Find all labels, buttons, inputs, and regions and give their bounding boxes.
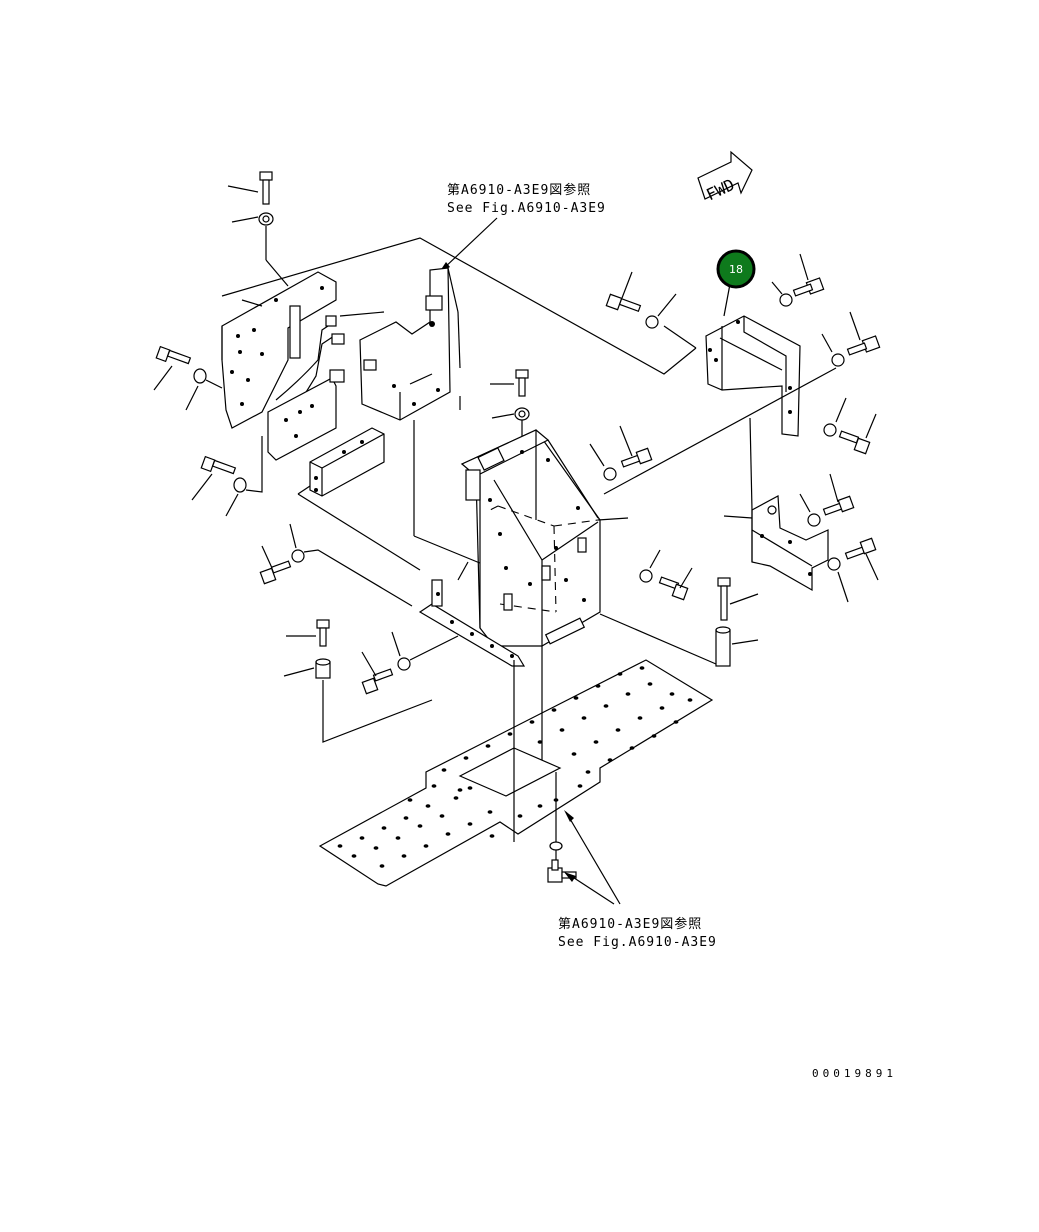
plate-hole	[457, 788, 463, 792]
bolt-left-mid	[259, 523, 413, 607]
bolt-upper-mid	[605, 271, 697, 349]
plate-hole	[593, 740, 599, 744]
plate-hole	[445, 832, 451, 836]
box-foot-flange	[418, 561, 526, 667]
plate-hole	[669, 692, 675, 696]
plate-hole	[615, 728, 621, 732]
drawing-code: 00019891	[812, 1067, 897, 1080]
callout-18-circle[interactable]	[716, 249, 756, 289]
plate-hole	[373, 846, 379, 850]
plate-hole	[381, 826, 387, 830]
right-bracket-18	[705, 283, 801, 511]
plate-hole	[467, 786, 473, 790]
plate-hole	[553, 798, 559, 802]
base-plate	[318, 646, 714, 887]
bolt-left-lower	[361, 631, 459, 695]
plate-hole	[537, 804, 543, 808]
plate-hole	[489, 834, 495, 838]
left-mount-block	[297, 427, 421, 571]
leader-line-top	[221, 237, 697, 375]
plate-hole	[417, 824, 423, 828]
reference-note-top: 第A6910-A3E9図参照 See Fig.A6910-A3E9	[438, 182, 606, 274]
reference-note-bottom: 第A6910-A3E9図参照 See Fig.A6910-A3E9	[558, 810, 717, 950]
plate-hole	[551, 708, 557, 712]
bolt-right-lower-bracket	[799, 473, 855, 527]
plate-hole	[529, 720, 535, 724]
plate-hole	[403, 816, 409, 820]
reference-bottom-line2: See Fig.A6910-A3E9	[558, 935, 717, 950]
leader-line-right	[603, 367, 837, 495]
bolt-left-1	[153, 345, 223, 411]
base-plate-holes	[337, 666, 693, 868]
stud-spacer-right	[599, 577, 759, 667]
plate-hole	[639, 666, 645, 670]
plate-hole	[453, 796, 459, 800]
plate-hole	[647, 682, 653, 686]
left-center-bracket	[267, 311, 385, 461]
plate-hole	[439, 814, 445, 818]
plate-hole	[517, 814, 523, 818]
plate-hole	[395, 836, 401, 840]
bolt-right-lower-2	[827, 537, 879, 603]
reference-bottom-line1: 第A6910-A3E9図参照	[558, 916, 702, 932]
plate-hole	[571, 752, 577, 756]
stud-spacer-left	[283, 619, 433, 743]
bolt-right-mid	[821, 311, 881, 367]
fwd-label: FWD	[703, 175, 737, 204]
fwd-arrow-icon: FWD	[697, 150, 753, 204]
bolt-right-top	[771, 253, 825, 307]
plate-hole	[407, 798, 413, 802]
bolt-top-left	[227, 171, 289, 287]
plate-hole	[467, 822, 473, 826]
left-curved-bracket	[221, 271, 337, 429]
bolt-right-lower	[823, 397, 877, 455]
plate-hole	[425, 804, 431, 808]
plate-hole	[629, 746, 635, 750]
plate-hole	[617, 672, 623, 676]
plate-hole	[485, 744, 491, 748]
bolt-center-top	[490, 369, 530, 436]
reference-top-line2: See Fig.A6910-A3E9	[447, 201, 606, 216]
plate-hole	[401, 854, 407, 858]
plate-hole	[507, 732, 513, 736]
plate-hole	[603, 704, 609, 708]
callout-18-number[interactable]: 18	[729, 263, 743, 276]
plate-hole	[379, 864, 385, 868]
plate-hole	[595, 684, 601, 688]
plate-hole	[625, 692, 631, 696]
right-lower-bracket	[723, 495, 829, 592]
plate-hole	[559, 728, 565, 732]
bolt-left-2	[191, 436, 263, 517]
callout-18[interactable]: 18	[716, 249, 756, 289]
plate-hole	[431, 784, 437, 788]
bolt-box-lower-right	[639, 549, 693, 601]
plate-hole	[537, 740, 543, 744]
plate-hole	[351, 854, 357, 858]
plate-hole	[687, 698, 693, 702]
plate-hole	[423, 844, 429, 848]
reference-top-line1: 第A6910-A3E9図参照	[447, 182, 591, 198]
plate-hole	[581, 716, 587, 720]
plate-hole	[651, 734, 657, 738]
plate-hole	[577, 784, 583, 788]
center-upper-bracket	[359, 267, 499, 597]
plate-hole	[463, 756, 469, 760]
plate-hole	[487, 810, 493, 814]
plate-hole	[637, 716, 643, 720]
bolt-box-right	[589, 425, 653, 481]
plate-hole	[585, 770, 591, 774]
plate-hole	[659, 706, 665, 710]
plate-hole	[359, 836, 365, 840]
plate-hole	[337, 844, 343, 848]
plate-hole	[441, 768, 447, 772]
main-box-frame	[460, 429, 629, 647]
plate-hole	[607, 758, 613, 762]
plate-hole	[673, 720, 679, 724]
plate-hole	[573, 696, 579, 700]
